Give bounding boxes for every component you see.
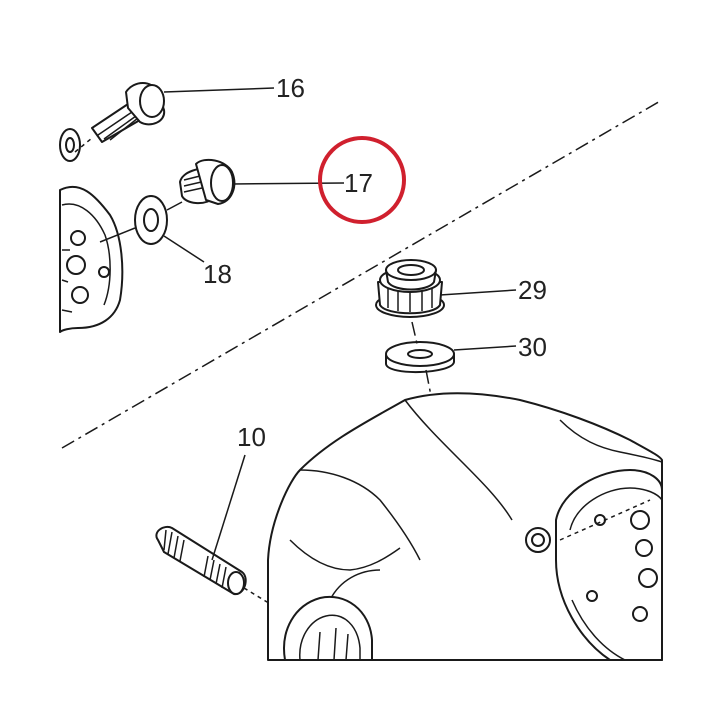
washer-18: [99, 195, 183, 245]
leader-29: [439, 289, 517, 296]
callout-17: 17: [344, 168, 373, 198]
highlight-circle: [318, 136, 406, 224]
leader-16: [163, 87, 275, 93]
nut-centerline: [411, 321, 419, 349]
leader-30: [453, 345, 517, 351]
bolt-17: [179, 158, 236, 205]
callout-30: 30: [518, 332, 547, 362]
divider-line: [61, 99, 663, 449]
leader-17: [231, 182, 345, 185]
washer-30: [385, 341, 455, 373]
callout-10: 10: [237, 422, 266, 452]
callout-16: 16: [276, 73, 305, 103]
leader-18: [163, 235, 205, 263]
leader-10: [211, 454, 246, 561]
bracket-housing: [59, 185, 124, 333]
small-washer-left: [59, 128, 81, 162]
bolt-16: [74, 82, 166, 153]
gearbox-housing: [267, 392, 663, 661]
callout-29: 29: [518, 275, 547, 305]
nut-29: [375, 259, 445, 318]
callout-18: 18: [203, 259, 232, 289]
